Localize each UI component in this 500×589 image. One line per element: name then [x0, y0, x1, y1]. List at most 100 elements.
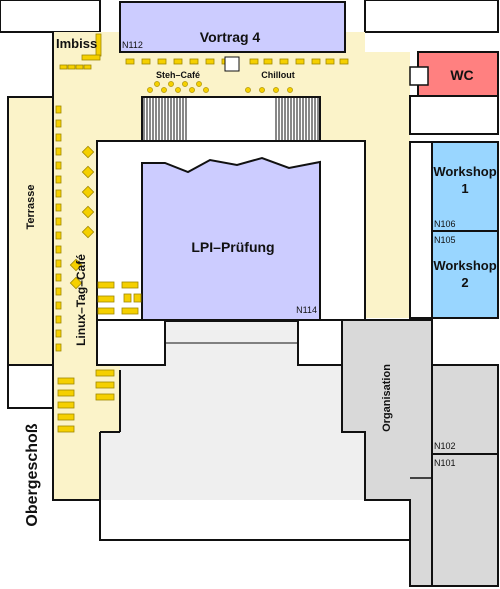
- table: [57, 377, 75, 385]
- table-round: [168, 81, 174, 87]
- imbiss-label: Imbiss: [56, 36, 97, 51]
- table-diamond: [69, 258, 83, 272]
- table: [125, 58, 135, 65]
- table-round: [259, 87, 265, 93]
- vortrag-4-label: Vortrag 4: [200, 29, 261, 45]
- table-round: [196, 81, 202, 87]
- table: [263, 58, 273, 65]
- room-vortrag-4: [119, 1, 346, 53]
- table: [55, 119, 62, 128]
- table: [205, 58, 215, 65]
- table-diamond: [69, 276, 83, 290]
- table-diamond: [81, 225, 95, 239]
- table: [97, 281, 115, 289]
- table-diamond: [81, 165, 95, 179]
- table-diamond: [81, 205, 95, 219]
- chillout-label: Chillout: [261, 70, 295, 80]
- workshop-2-label-line1: Workshop: [433, 258, 496, 273]
- staircase-frame: [141, 96, 321, 142]
- table: [121, 281, 139, 289]
- cafe-tables: [55, 33, 349, 433]
- table: [173, 58, 183, 65]
- room-wc: [417, 51, 499, 97]
- table-round: [161, 87, 167, 93]
- table-round: [182, 81, 188, 87]
- workshop-1-label-line1: Workshop: [433, 164, 496, 179]
- workshop-1-label-line2: 1: [461, 181, 468, 196]
- table: [55, 175, 62, 184]
- table: [97, 307, 115, 315]
- table: [57, 413, 75, 421]
- linux-tag-cafe-label: Linux–Tag–Café: [74, 254, 88, 346]
- table: [249, 58, 259, 65]
- table: [55, 329, 62, 338]
- terrasse: [7, 96, 54, 366]
- outer-block-top-right: [364, 0, 499, 33]
- table: [97, 295, 115, 303]
- table: [279, 58, 289, 65]
- workshop-1-number: N106: [434, 219, 456, 229]
- table: [141, 58, 151, 65]
- chillout-box: [224, 56, 240, 72]
- workshop-2-label-line2: 2: [461, 275, 468, 290]
- floor-label: Obergeschoß: [24, 423, 41, 526]
- table-diamond: [81, 145, 95, 159]
- organisation-number-lower: N101: [434, 458, 456, 468]
- terrasse-label: Terrasse: [25, 184, 37, 229]
- staircase-left: [143, 98, 187, 140]
- table-diamond: [81, 185, 95, 199]
- table: [57, 425, 75, 433]
- table: [75, 64, 84, 70]
- block-below-left: [96, 319, 166, 366]
- table: [57, 389, 75, 397]
- vortrag-4-number: N112: [122, 40, 143, 50]
- block-below-terrasse: [7, 364, 54, 409]
- table-round: [154, 81, 160, 87]
- table-round: [273, 87, 279, 93]
- workshop-2-number: N105: [434, 235, 456, 245]
- room-n101: [431, 453, 499, 587]
- room-workshop-2: [431, 230, 499, 319]
- table: [55, 301, 62, 310]
- lpi-label: LPI–Prüfung: [191, 239, 274, 255]
- wc-door-box: [409, 66, 429, 86]
- table: [95, 393, 115, 401]
- table: [55, 245, 62, 254]
- table-round: [175, 87, 181, 93]
- room-lpi-pruefung: [141, 156, 321, 321]
- table-round: [203, 87, 209, 93]
- table: [55, 231, 62, 240]
- table: [339, 58, 349, 65]
- table: [55, 189, 62, 198]
- table: [295, 58, 305, 65]
- organisation-number-upper: N102: [434, 441, 456, 451]
- staircase-right: [275, 98, 319, 140]
- table: [55, 133, 62, 142]
- table: [95, 369, 115, 377]
- lpi-number: N114: [296, 305, 317, 315]
- table: [55, 203, 62, 212]
- table: [55, 315, 62, 324]
- workshop-side-wall: [409, 141, 433, 319]
- table-round: [245, 87, 251, 93]
- table: [83, 64, 92, 70]
- table: [55, 217, 62, 226]
- table: [57, 401, 75, 409]
- table: [157, 58, 167, 65]
- table: [55, 161, 62, 170]
- table: [55, 343, 62, 352]
- outer-block-top-left: [0, 0, 101, 33]
- table: [59, 64, 68, 70]
- table: [55, 287, 62, 296]
- table: [189, 58, 199, 65]
- table: [95, 381, 115, 389]
- table-round: [189, 87, 195, 93]
- table: [123, 293, 132, 303]
- table: [67, 64, 76, 70]
- table: [81, 54, 101, 61]
- table: [55, 273, 62, 282]
- table: [325, 58, 335, 65]
- table-round: [147, 87, 153, 93]
- table: [121, 307, 139, 315]
- organisation-label: Organisation: [381, 364, 393, 432]
